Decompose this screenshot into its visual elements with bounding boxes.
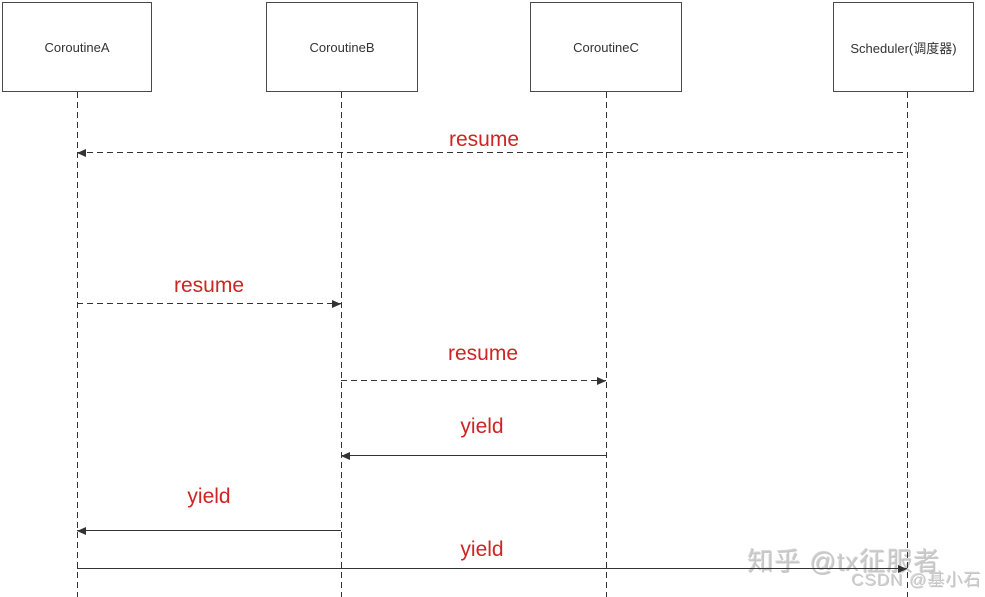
lifeline-coroutinea — [77, 92, 78, 597]
arrowhead-icon — [77, 526, 86, 535]
actor-label: CoroutineA — [44, 39, 110, 55]
message-label: resume — [447, 342, 519, 365]
lifeline-coroutineb — [341, 92, 342, 597]
message-label: resume — [448, 128, 520, 151]
arrowhead-icon — [332, 299, 341, 308]
arrowhead-icon — [898, 564, 907, 573]
lifeline-scheduler — [907, 92, 908, 597]
message-line-resume-1 — [77, 303, 341, 304]
message-label: resume — [173, 274, 245, 297]
message-label: yield — [460, 415, 504, 438]
actor-label: Scheduler(调度器) — [850, 40, 957, 56]
message-label: yield — [187, 485, 231, 508]
arrowhead-icon — [341, 451, 350, 460]
actor-box-coroutinec: CoroutineC — [530, 2, 682, 92]
actor-box-scheduler: Scheduler(调度器) — [833, 2, 974, 92]
actor-label: CoroutineC — [573, 39, 639, 55]
arrowhead-icon — [597, 376, 606, 385]
lifeline-coroutinec — [606, 92, 607, 597]
message-line-yield-3 — [341, 455, 606, 456]
message-line-resume-0 — [77, 152, 907, 153]
arrowhead-icon — [77, 148, 86, 157]
actor-box-coroutinea: CoroutineA — [2, 2, 152, 92]
message-line-yield-5 — [77, 568, 907, 569]
actor-label: CoroutineB — [309, 39, 375, 55]
actor-box-coroutineb: CoroutineB — [266, 2, 418, 92]
message-line-yield-4 — [77, 530, 341, 531]
message-label: yield — [460, 538, 504, 561]
watermark-text: CSDN @基小石 — [852, 571, 983, 590]
message-line-resume-2 — [341, 380, 606, 381]
